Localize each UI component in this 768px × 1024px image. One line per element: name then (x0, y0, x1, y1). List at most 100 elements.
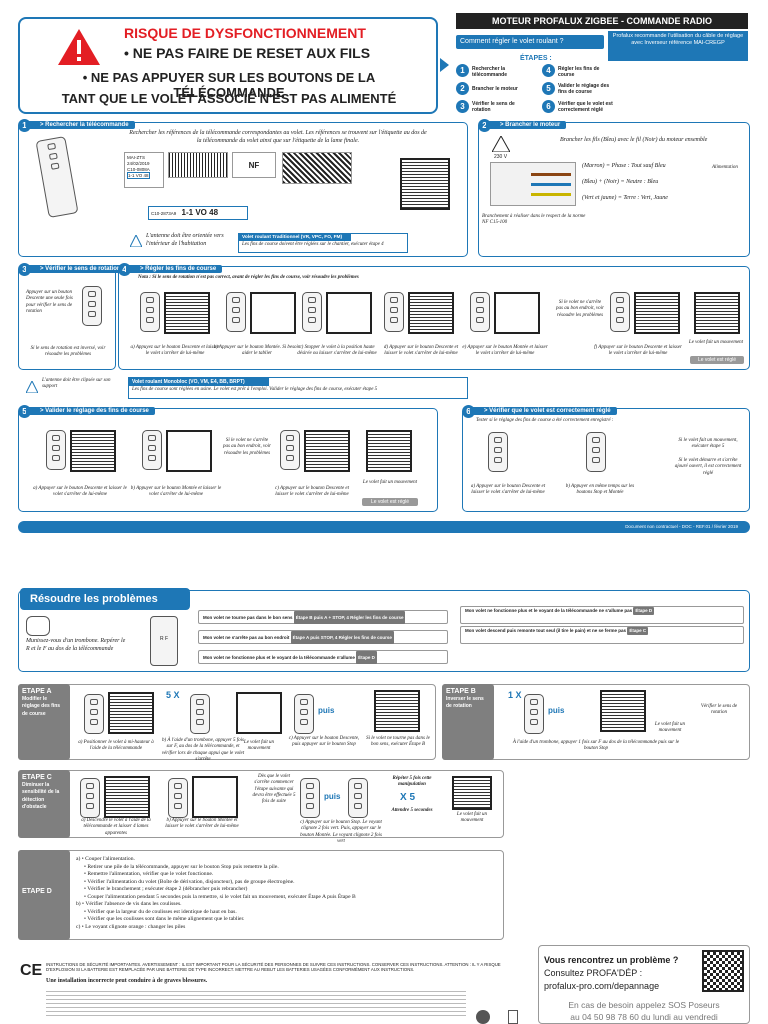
etape-d-line-1: a) • Couper l'alimentation. (76, 856, 135, 862)
problem-row-5[interactable]: Mon volet descend puis remonte tout seul… (460, 626, 744, 644)
ref-code-box: C10-2873A9 1-1 VO 48 (148, 206, 248, 220)
step-3-label: Vérifier le sens de rotation (472, 101, 515, 114)
s6-caption-a: a) Appuyer sur le bouton Descente et lai… (470, 484, 546, 496)
problem-row-4-a: Étape D (633, 607, 655, 615)
s4-remote-a (140, 292, 160, 332)
antenna-icon (129, 233, 143, 248)
step-2-label: Brancher le moteur (472, 86, 518, 92)
s5-badge: Le volet est réglé (362, 498, 418, 506)
section-4-note: Nota : Si le sens de rotation n'est pas … (138, 275, 359, 280)
legal-sub: Une installation incorrecte peut conduir… (46, 978, 208, 984)
etape-b-sub: Inverser le sens de rotation (446, 696, 484, 710)
mono-title: Volet roulant Monobloc (VO, VM, E4, BB, … (129, 378, 269, 386)
step-3-badge: 3 (456, 100, 469, 113)
warning-panel: RISQUE DE DYSFONCTIONNEMENT • NE PAS FAI… (18, 17, 438, 114)
problem-row-2[interactable]: Mon volet ne s'arrête pas au bon endroit… (198, 630, 448, 644)
etape-a-stop: Si le volet ne tourne pas dans le bon se… (366, 736, 430, 748)
wire-intro: Brancher les fils (Bleu) avec le fil (No… (560, 137, 708, 143)
sos-line-1: En cas de besoin appelez SOS Poseurs (568, 1000, 720, 1010)
etape-c-remote-4 (348, 778, 368, 818)
s4-caption-b: b) Appuyer sur le bouton Montée. Si beso… (213, 345, 301, 357)
mono-text: Les fins de course sont réglées en usine… (132, 387, 378, 392)
s5-remote-b (142, 430, 162, 470)
section-1-title: > Rechercher la télécommande (26, 121, 135, 129)
s4-window-c (326, 292, 372, 334)
s5-window-c (304, 430, 350, 472)
s4-remote-f (610, 292, 630, 332)
problem-row-4[interactable]: Mon volet ne fonctionne plus et le voyan… (460, 606, 744, 624)
etape-a-cap-b: b) À l'aide d'un trombone, appuyer 5 foi… (161, 738, 245, 762)
problem-row-2-q: Mon volet ne s'arrête pas au bon endroit (203, 635, 290, 640)
trombone-icon (26, 616, 50, 636)
problem-row-3-q: Mon volet ne fonctionne plus et le voyan… (203, 655, 355, 660)
etape-c-count: X 5 (400, 792, 416, 803)
etape-a-title: ETAPE A (22, 688, 52, 695)
s4-caption-d: d) Appuyer sur le bouton Descente et lai… (383, 345, 459, 357)
etape-b-check: Vérifier le sens de rotation (700, 704, 738, 716)
s5-retry: Si le volet ne s'arrête pas au bon endro… (222, 438, 271, 456)
problem-row-1[interactable]: Mon volet ne tourne pas dans le bon sens… (198, 610, 448, 624)
etape-c-window-1 (104, 776, 150, 818)
rotation-text: Appuyer sur un bouton Descente une seule… (26, 290, 73, 314)
step-5-label: Valider le réglage des fins de course (558, 83, 610, 96)
step-1-label: Rechercher la télécommande (472, 66, 508, 79)
clip-icon (25, 379, 39, 394)
s6-remote-a (488, 432, 508, 472)
s4-remote-c (302, 292, 322, 332)
problem-row-4-q: Mon volet ne fonctionne plus et le voyan… (465, 608, 633, 613)
s5-window-a (70, 430, 116, 472)
etape-b-puis: puis (548, 706, 565, 715)
rotation-inverse: Si le sens de rotation est inversé, voir… (30, 346, 106, 358)
phase-text: (Marron) = Phase : Tout sauf Bleu (582, 163, 666, 169)
etape-c-move: Le volet fait un mouvement (456, 812, 488, 824)
remote-back: R F (150, 616, 178, 666)
etape-b-remote (524, 694, 544, 734)
s4-badge: Le volet est réglé (690, 356, 744, 364)
contact-link[interactable]: profalux-pro.com/depannage (544, 981, 660, 991)
header-question: Comment régler le volet roulant ? (456, 35, 604, 49)
etape-a-window-3 (374, 690, 420, 732)
etape-c-window-3 (452, 776, 492, 810)
wiring-diagram (490, 162, 576, 206)
etape-a-cap-c: c) Appuyer sur le bouton Descente, puis … (288, 736, 360, 748)
qr-code (702, 950, 744, 992)
voltage-icon (491, 134, 511, 153)
etape-d-line-7: b) • Vérifier l'absence de vis dans les … (76, 901, 182, 908)
etape-c-remote-2 (168, 778, 188, 818)
etape-b-window (600, 690, 646, 732)
section-1-text: Rechercher les références de la télécomm… (129, 130, 427, 144)
recycle-icon (476, 1010, 490, 1024)
etape-a-cap-a: a) Positionner le volet à mi-hauteur à l… (78, 740, 154, 752)
etape-d-line-2: • Retirer une pile de la télécommande, a… (84, 863, 279, 870)
s6-result-2: Si le volet démarre et s'arrête ajouré o… (674, 458, 742, 476)
etape-b-count: 1 X (508, 690, 522, 700)
sos-line-2: au 04 50 98 78 60 du lundi au vendredi (570, 1012, 718, 1022)
step-4-badge: 4 (542, 64, 555, 77)
s4-done: Le volet fait un mouvement (688, 340, 744, 345)
etape-c-cap-c: c) Appuyer sur le bouton Stop. Le voyant… (300, 820, 382, 844)
contact-line-1: Vous rencontrez un problème ? (544, 955, 679, 965)
s5-window-b (166, 430, 212, 472)
step-2-badge: 2 (456, 82, 469, 95)
s5-caption-c: c) Appuyer sur le bouton Descente et lai… (274, 486, 350, 498)
warning-icon (56, 27, 102, 67)
neutre-text: (Bleu) + (Noir) = Neutre : Bleu (582, 179, 659, 185)
problem-row-3[interactable]: Mon volet ne fonctionne plus et le voyan… (198, 650, 448, 664)
s4-caption-c: c) Stopper le volet à la position haute … (297, 345, 377, 357)
s4-remote-e (470, 292, 490, 332)
etape-a-remote-1 (84, 694, 104, 734)
terre-text: (Vert et jaune) = Terre : Vert, Jaune (582, 195, 668, 201)
mono-box: Volet roulant Monobloc (VO, VM, E4, BB, … (128, 377, 468, 399)
step-5-badge: 5 (542, 82, 555, 95)
problem-row-2-a: Étape A puis STOP, 4 Régler les fins de … (290, 631, 394, 644)
problem-row-3-a: Étape D (356, 651, 377, 664)
etape-c-cap-a: a) Descendre le volet à l'aide de la tél… (81, 818, 151, 836)
etape-a-puis: puis (318, 706, 335, 715)
s6-caption-b: b) Appuyer en même temps sur les boutons… (565, 484, 635, 496)
etape-d-line-10: c) • Le voyant clignote orange : changer… (76, 923, 186, 930)
s5-window-done (366, 430, 412, 472)
section-5-title: > Valider le réglage des fins de course (26, 407, 155, 415)
s4-window-e (494, 292, 540, 334)
barcode-label (168, 152, 228, 178)
